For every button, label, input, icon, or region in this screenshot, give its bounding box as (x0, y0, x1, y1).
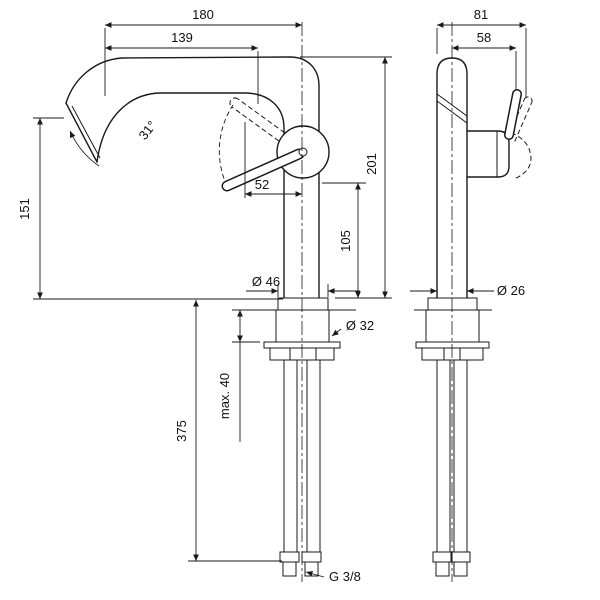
pin-swung-cap (523, 96, 533, 103)
dimension-angle-31: 31° (69, 118, 159, 167)
hose-connector (450, 551, 471, 563)
dimensions: 180 139 81 58 151 201 (17, 7, 527, 584)
lever-swing-arc (218, 104, 234, 187)
side-handle (466, 89, 533, 180)
side-spout-line (436, 100, 468, 124)
hose-connector (282, 561, 297, 577)
dimension-dia-32: Ø 32 (331, 318, 374, 337)
dimension-81: 81 (436, 7, 527, 98)
washer (415, 341, 490, 349)
dimension-52: 52 (244, 122, 302, 198)
mounting-nut (421, 347, 484, 361)
threaded-shank (425, 309, 480, 343)
handle-pin-fill (505, 90, 521, 139)
supply-hose (283, 359, 298, 553)
dimension-151: 151 (17, 117, 283, 300)
front-mounting (232, 297, 356, 577)
lever-raised-cap (229, 97, 239, 108)
spout-outer-edge (65, 56, 320, 299)
lever-raised-edge (231, 106, 280, 142)
handle-swung-housing (510, 132, 532, 180)
handle-housing (466, 130, 510, 178)
dim-arrow (305, 570, 325, 578)
lever-raised-edge (237, 98, 285, 134)
hose-connector (279, 551, 300, 563)
dim-g38-label: G 3/8 (329, 569, 361, 584)
spout-outlet-face (65, 102, 98, 163)
base-flange (277, 297, 329, 311)
supply-hose (436, 359, 451, 553)
dim-max40-label: max. 40 (217, 373, 232, 419)
dim-58-label: 58 (477, 30, 491, 45)
dim-81-label: 81 (474, 7, 488, 22)
dim-31deg-label: 31° (135, 118, 159, 143)
supply-hose (453, 359, 468, 553)
dim-105-label: 105 (338, 230, 353, 252)
dim-180-label: 180 (192, 7, 214, 22)
threaded-shank (275, 309, 330, 343)
front-view (65, 56, 356, 577)
dim-375-label: 375 (174, 420, 189, 442)
pin-swung-edge (506, 99, 525, 139)
dim-arrow (331, 328, 342, 337)
dim-dia26-label: Ø 26 (497, 283, 525, 298)
front-handle (218, 97, 330, 192)
pin-swung-edge (514, 102, 533, 142)
hose-connector (435, 561, 450, 577)
dimension-375: 375 (174, 300, 282, 562)
front-spout (65, 56, 320, 299)
dimension-dia-26: Ø 26 (410, 283, 525, 298)
dim-151-label: 151 (17, 198, 32, 220)
base-flange (427, 297, 478, 311)
dim-201-label: 201 (364, 153, 379, 175)
hose-connector (432, 551, 453, 563)
supply-hose (306, 359, 321, 553)
dimension-dia-46: Ø 46 (246, 274, 360, 297)
lever-hub (298, 147, 308, 157)
spout-inner-edge (96, 92, 285, 299)
lever-fill (223, 150, 303, 190)
dimension-58: 58 (452, 30, 517, 90)
side-mounting (414, 297, 492, 577)
dimension-201: 201 (300, 56, 392, 299)
dimension-180: 180 (104, 7, 302, 96)
centerlines (301, 22, 453, 582)
spout-outlet-inner (71, 105, 101, 159)
side-view (414, 57, 533, 577)
dimension-g38: G 3/8 (305, 569, 361, 584)
hose-connector (453, 561, 468, 577)
dimension-max-40: max. 40 (217, 309, 266, 442)
dim-52-label: 52 (255, 177, 269, 192)
hose-connector (301, 551, 322, 563)
dimension-139: 139 (105, 30, 259, 104)
dimension-105: 105 (322, 182, 366, 298)
dim-dia46-label: Ø 46 (252, 274, 280, 289)
dim-139-label: 139 (171, 30, 193, 45)
angle-arc (69, 130, 100, 167)
dim-dia32-label: Ø 32 (346, 318, 374, 333)
